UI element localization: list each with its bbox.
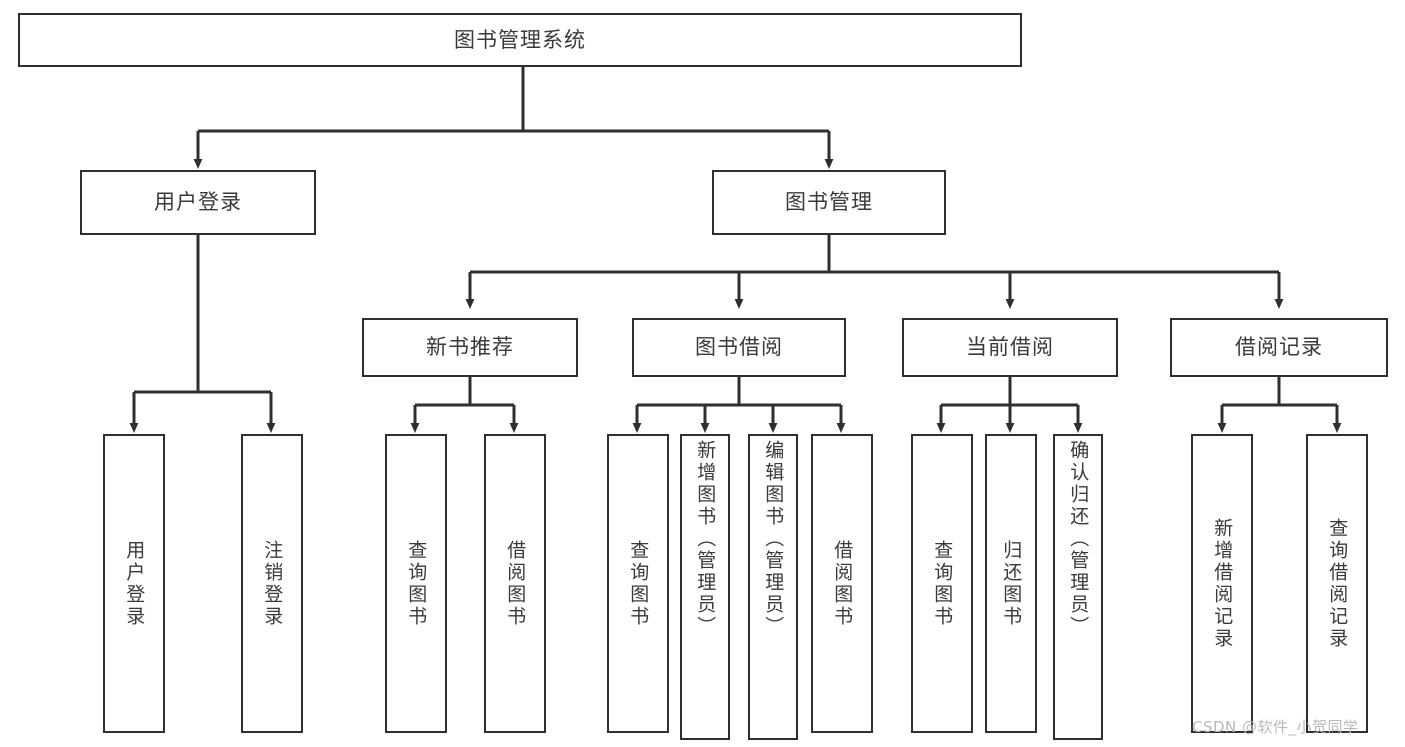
node-leaf-query-book-current-label: 查询图书: [931, 539, 954, 628]
node-leaf-user-login[interactable]: 用户登录: [103, 434, 165, 733]
node-leaf-add-book-admin-label: 新增图书（管理员）: [694, 440, 717, 638]
node-leaf-return-book-label: 归还图书: [1000, 539, 1023, 628]
node-leaf-logout[interactable]: 注销登录: [241, 434, 303, 733]
node-book-borrow-label: 图书借阅: [695, 335, 783, 360]
node-leaf-add-borrow-record[interactable]: 新增借阅记录: [1191, 434, 1253, 733]
watermark-credit: CSDN @软件_小贺同学: [1192, 718, 1359, 736]
node-book-management[interactable]: 图书管理: [712, 170, 946, 235]
node-leaf-return-book[interactable]: 归还图书: [985, 434, 1037, 733]
node-leaf-borrow-book-borrow-label: 借阅图书: [831, 539, 854, 628]
node-leaf-borrow-book-recommend[interactable]: 借阅图书: [484, 434, 546, 733]
node-leaf-confirm-return-admin-label: 确认归还（管理员）: [1067, 440, 1090, 638]
node-leaf-edit-book-admin[interactable]: 编辑图书（管理员）: [748, 434, 798, 740]
node-new-book-recommend-label: 新书推荐: [426, 335, 514, 360]
node-borrow-record-label: 借阅记录: [1235, 335, 1323, 360]
node-leaf-query-book-recommend[interactable]: 查询图书: [385, 434, 447, 733]
node-new-book-recommend[interactable]: 新书推荐: [362, 318, 578, 377]
node-leaf-add-book-admin[interactable]: 新增图书（管理员）: [680, 434, 730, 740]
node-leaf-user-login-label: 用户登录: [123, 539, 146, 628]
node-leaf-borrow-book-recommend-label: 借阅图书: [504, 539, 527, 628]
node-leaf-query-borrow-record-label: 查询借阅记录: [1326, 517, 1349, 650]
node-current-borrow[interactable]: 当前借阅: [902, 318, 1118, 377]
node-leaf-edit-book-admin-label: 编辑图书（管理员）: [762, 440, 785, 638]
node-leaf-add-borrow-record-label: 新增借阅记录: [1211, 517, 1234, 650]
node-current-borrow-label: 当前借阅: [966, 335, 1054, 360]
node-leaf-borrow-book-borrow[interactable]: 借阅图书: [811, 434, 873, 733]
node-borrow-record[interactable]: 借阅记录: [1170, 318, 1388, 377]
node-leaf-query-book-borrow-label: 查询图书: [627, 539, 650, 628]
node-user-login-label: 用户登录: [154, 190, 242, 215]
node-leaf-logout-label: 注销登录: [261, 539, 284, 628]
node-root-system[interactable]: 图书管理系统: [18, 13, 1022, 67]
node-user-login[interactable]: 用户登录: [80, 170, 316, 235]
node-leaf-query-book-recommend-label: 查询图书: [405, 539, 428, 628]
node-root-system-label: 图书管理系统: [454, 27, 586, 52]
node-book-borrow[interactable]: 图书借阅: [632, 318, 846, 377]
node-leaf-query-book-borrow[interactable]: 查询图书: [607, 434, 669, 733]
node-leaf-confirm-return-admin[interactable]: 确认归还（管理员）: [1053, 434, 1103, 740]
node-book-management-label: 图书管理: [785, 190, 873, 215]
node-leaf-query-borrow-record[interactable]: 查询借阅记录: [1306, 434, 1368, 733]
node-leaf-query-book-current[interactable]: 查询图书: [911, 434, 973, 733]
